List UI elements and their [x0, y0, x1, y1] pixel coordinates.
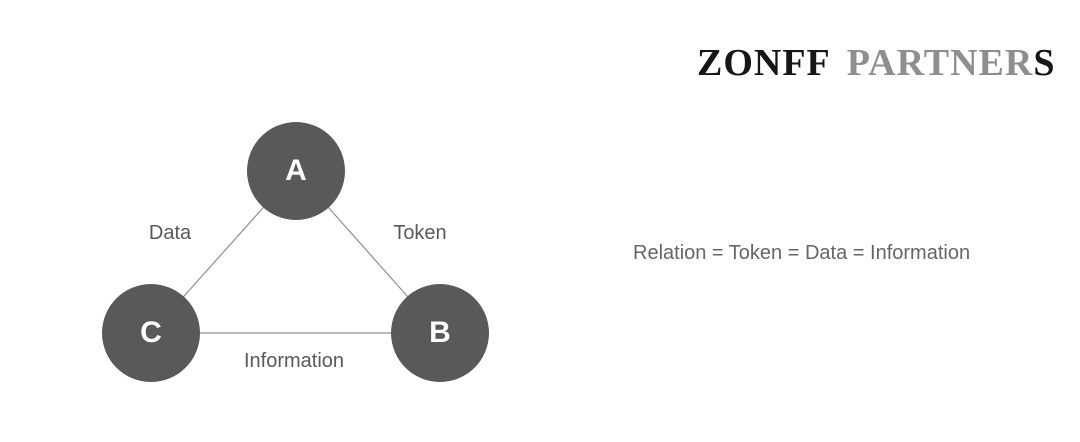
node-a: A [247, 122, 345, 220]
triangle-diagram: A B C Data Token Information [102, 122, 489, 382]
logo-word-partner: PARTNER [846, 42, 1034, 84]
edge-label-data: Data [148, 222, 192, 244]
node-b-label: B [429, 316, 451, 349]
node-a-label: A [285, 154, 307, 187]
node-c: C [102, 284, 200, 382]
edge-label-information: Information [243, 350, 345, 372]
equation-caption: Relation = Token = Data = Information [633, 242, 971, 264]
logo-word-zonff: ZONFF [697, 42, 831, 84]
node-c-label: C [140, 316, 162, 349]
node-b: B [391, 284, 489, 382]
edge-label-token: Token [393, 222, 447, 244]
logo: ZONFF PARTNERS [697, 44, 1055, 82]
triangle-edges [150, 170, 441, 334]
logo-word-s: S [1033, 42, 1056, 84]
